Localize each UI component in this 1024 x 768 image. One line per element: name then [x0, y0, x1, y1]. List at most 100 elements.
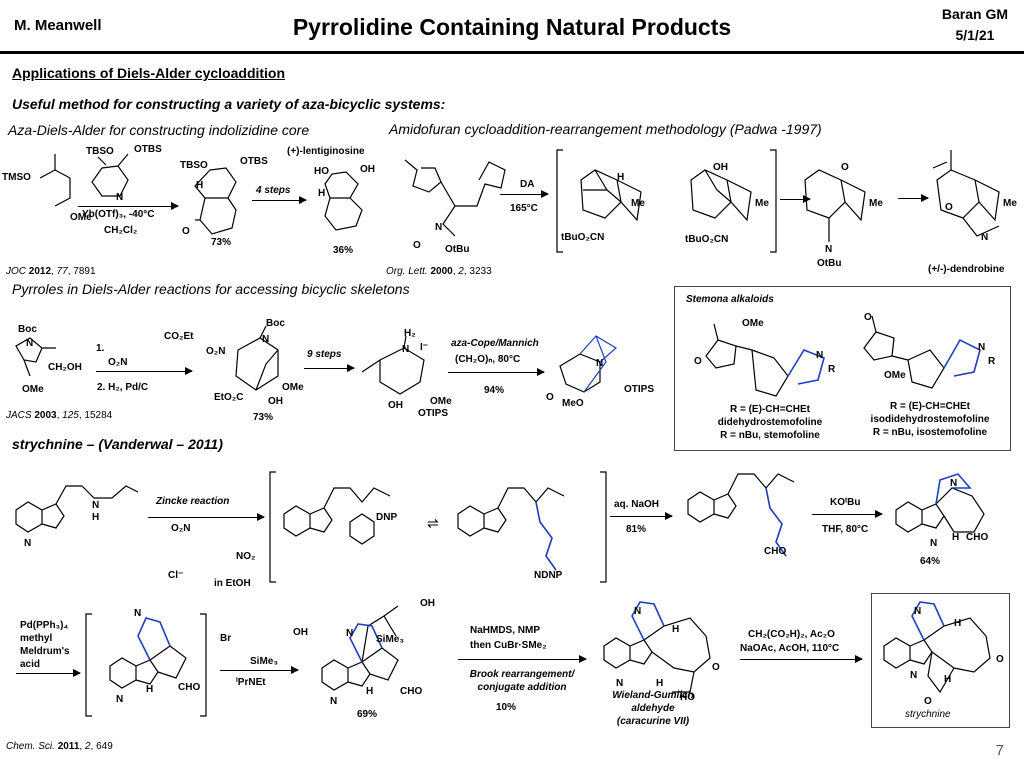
ch2oh-label: CH₂OH [48, 362, 82, 373]
zincke-o2n: O₂N [171, 523, 191, 534]
ome-salt: OMe [430, 396, 452, 407]
ome-stemona1: OMe [742, 318, 764, 329]
stemona-structures: OMe O N R O OMe N R [694, 312, 996, 397]
o-dendrobine: O [945, 202, 953, 213]
o2n-bicycle: O₂N [206, 346, 225, 357]
n-product: N [596, 358, 603, 369]
ome-label: OMe [70, 212, 92, 223]
naoh-arrow [610, 512, 673, 520]
pyrrole-co2et: CO₂Et [164, 331, 194, 342]
pyrrole-o2n: O₂N [108, 357, 128, 368]
otbs2-label: OTBS [240, 156, 268, 167]
nh-tetracycle2: N [134, 608, 141, 619]
yield-10: 10% [496, 702, 517, 713]
otips-product: OTIPS [624, 384, 654, 395]
strychnine-row1: N H N DNP NDNP CHO CHO N N H [15, 471, 988, 583]
eto2c-label: EtO₂C [214, 392, 243, 403]
strychnine-label: strychnine [905, 709, 951, 720]
strychnine-row2: N N H CHO N SiMe₃ OH N H CHO N H N H HO … [85, 598, 1004, 717]
nh-tetracycle: N [930, 538, 937, 549]
me-3: Me [869, 198, 883, 209]
n-bicycle: N [262, 334, 269, 345]
n-stemona2: N [978, 342, 985, 353]
nh-product: N [330, 696, 337, 707]
aza-cope-label: aza-Cope/Mannich [451, 338, 539, 349]
sime3-product: SiMe₃ [376, 634, 404, 645]
pyrroles-ref: JACS 2003, 125, 15284 [6, 410, 113, 421]
yield-36: 36% [333, 245, 354, 256]
nine-steps-arrow [304, 364, 355, 372]
me-1: Me [631, 198, 645, 209]
h-product: H [366, 686, 373, 697]
n-dendrobine: N [981, 232, 988, 243]
o2-strychnine: O [996, 654, 1004, 665]
tbuo2cn-1: tBuO₂CN [561, 232, 604, 243]
subtitle: Useful method for constructing a variety… [12, 96, 446, 112]
four-steps-label: 4 steps [256, 185, 291, 196]
yield-73: 73% [211, 237, 232, 248]
otbs-label: OTBS [134, 144, 162, 155]
h-wieland: H [672, 624, 679, 635]
otbu-int3: OtBu [817, 258, 841, 269]
date: 5/1/21 [955, 27, 995, 43]
padwa-arrow-2 [780, 195, 811, 203]
n-int3: N [825, 244, 832, 255]
padwa-da-label: DA [520, 179, 535, 190]
yield-94: 94% [484, 385, 505, 396]
header-meta: Baran GM 5/1/21 [942, 4, 1008, 46]
cho-label-1: CHO [764, 546, 786, 557]
pd-reagents: Pd(PPh₃)₄ methyl Meldrum's acid [20, 620, 70, 670]
wieland-caption: Wieland-Gumlich aldehyde (caracurine VII… [612, 690, 694, 727]
oh-int2: OH [713, 162, 728, 173]
padwa-n-label: N [435, 222, 442, 233]
ho-wieland: HO [680, 692, 695, 703]
padwa-da-arrow [500, 190, 549, 198]
n-tetracycle: N [950, 478, 957, 489]
cho-row2: CHO [178, 682, 200, 693]
pyrrole-step2: 2. H₂, Pd/C [97, 382, 149, 393]
pyrroles-scheme: Boc N CH₂OH OMe Boc N O₂N EtO₂C OH OMe H… [15, 318, 654, 419]
strychnine-box [871, 593, 1010, 728]
pyrroles-heading: Pyrroles in Diels-Alder reactions for ac… [12, 281, 410, 297]
thf-label: THF, 80°C [822, 524, 869, 535]
strychnine-ref: Chem. Sci. 2011, 2, 649 [6, 741, 113, 752]
aza-da-ref: JOC 2012, 77, 7891 [6, 266, 96, 277]
tbuo2cn-2: tBuO₂CN [685, 234, 728, 245]
meo-product: MeO [562, 398, 584, 409]
zincke-arrow [148, 513, 265, 521]
r-stemona2: R [988, 356, 996, 367]
o-wieland: O [712, 662, 720, 673]
r-stemona1: R [828, 364, 836, 375]
h-strychnine: H [954, 618, 961, 629]
pd-arrow [16, 669, 81, 677]
n2-strychnine: N [910, 670, 917, 681]
zincke-in-etoh: in EtOH [214, 578, 251, 589]
padwa-temp: 165°C [510, 203, 538, 214]
dendrobine-label: (+/-)-dendrobine [928, 264, 1005, 275]
nahmds-label: NaHMDS, NMP [470, 625, 541, 636]
h-int1: H [617, 172, 624, 183]
page-number: 7 [995, 742, 1004, 759]
lentiginosine-label: (+)-lentiginosine [287, 146, 365, 157]
aza-da-arrow [78, 202, 179, 210]
stemona-title: Stemona alkaloids [686, 294, 774, 305]
equilibrium-arrow: ⇌ [427, 515, 439, 531]
oh-salt: OH [388, 400, 403, 411]
zincke-no2: NO₂ [236, 551, 256, 562]
padwa-o-label: O [413, 240, 421, 251]
h-tetracycle: H [952, 532, 959, 543]
padwa-heading: Amidofuran cycloaddition-rearrangement m… [389, 121, 822, 137]
aza-da-conditions1: Yb(OTf)₃, -40°C [82, 209, 155, 220]
zincke-label: Zincke reaction [156, 496, 230, 507]
pyrrole-arrow [96, 367, 193, 375]
final-reagent-1: CH₂(CO₂H)₂, Ac₂O [748, 629, 835, 640]
n-salt: N [402, 344, 409, 355]
ome-pyrrole: OMe [22, 384, 44, 395]
o-product: O [546, 392, 554, 403]
padwa-scheme: N O OtBu tBuO₂CN Me H tBuO₂CN OH Me N O … [404, 149, 1017, 269]
nh-tryptamine: N [92, 500, 99, 511]
brook-arrow [458, 655, 587, 663]
yield-69: 69% [357, 709, 378, 720]
aza-da-conditions2: CH₂Cl₂ [104, 225, 138, 236]
iprnet-label: ⁱPrNEt [236, 677, 266, 688]
